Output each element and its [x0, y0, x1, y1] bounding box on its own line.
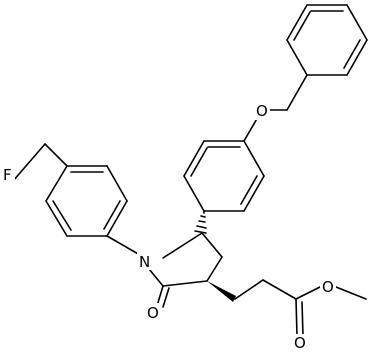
bond — [103, 200, 121, 230]
bond — [343, 39, 361, 69]
nitrogen-label: N — [139, 253, 150, 271]
ester-carbonyl-oxygen-label: O — [294, 334, 306, 352]
bond — [200, 215, 206, 218]
benzyl-phenyl-ring — [286, 4, 368, 76]
bond — [183, 140, 205, 177]
atom-F: F — [1, 166, 15, 184]
bond — [234, 279, 264, 300]
atom-N: N — [137, 252, 153, 271]
bond — [286, 39, 308, 76]
benzyloxyphenyl-ring — [183, 140, 265, 212]
bond — [52, 200, 72, 231]
bond — [286, 74, 308, 111]
ether-oxygen-label: O — [256, 102, 268, 120]
bond — [148, 268, 164, 287]
bond — [301, 301, 304, 337]
bond — [196, 225, 207, 229]
bond — [44, 143, 68, 167]
bond — [106, 235, 141, 256]
bond — [194, 230, 207, 234]
bond — [201, 232, 223, 258]
bond — [156, 285, 164, 307]
hashed-wedge-c4 — [194, 210, 207, 234]
fluorophenyl-ring — [45, 165, 128, 237]
bond — [162, 232, 203, 259]
bond — [262, 279, 297, 300]
bond — [162, 287, 170, 308]
solid-wedge-c3 — [207, 281, 236, 302]
bond — [106, 200, 128, 237]
bond — [183, 175, 205, 212]
bond — [346, 39, 368, 76]
bond — [162, 280, 208, 287]
fluorine-label: F — [3, 166, 12, 184]
bond — [106, 165, 128, 202]
bond — [190, 147, 208, 177]
carbonyl-oxygen-label: O — [147, 304, 159, 322]
bond — [45, 200, 68, 237]
beta-lactam-ring — [148, 232, 223, 287]
ester-oxygen-label: O — [322, 278, 334, 296]
bond — [346, 4, 368, 41]
bond — [286, 4, 308, 41]
bond — [243, 175, 265, 212]
bond — [295, 298, 298, 337]
bond — [198, 220, 206, 223]
atom-O-ether: O — [254, 102, 270, 120]
bond — [293, 11, 311, 41]
bond — [206, 256, 223, 282]
bond — [295, 286, 321, 300]
bond — [12, 143, 46, 182]
atom-O-ester: O — [320, 278, 336, 296]
bond — [45, 165, 68, 202]
atom-O-ester-carbonyl: O — [292, 334, 308, 352]
atom-O-lactam-carbonyl: O — [145, 303, 161, 322]
bond — [240, 175, 258, 205]
bond — [335, 286, 367, 300]
bond — [243, 140, 265, 177]
